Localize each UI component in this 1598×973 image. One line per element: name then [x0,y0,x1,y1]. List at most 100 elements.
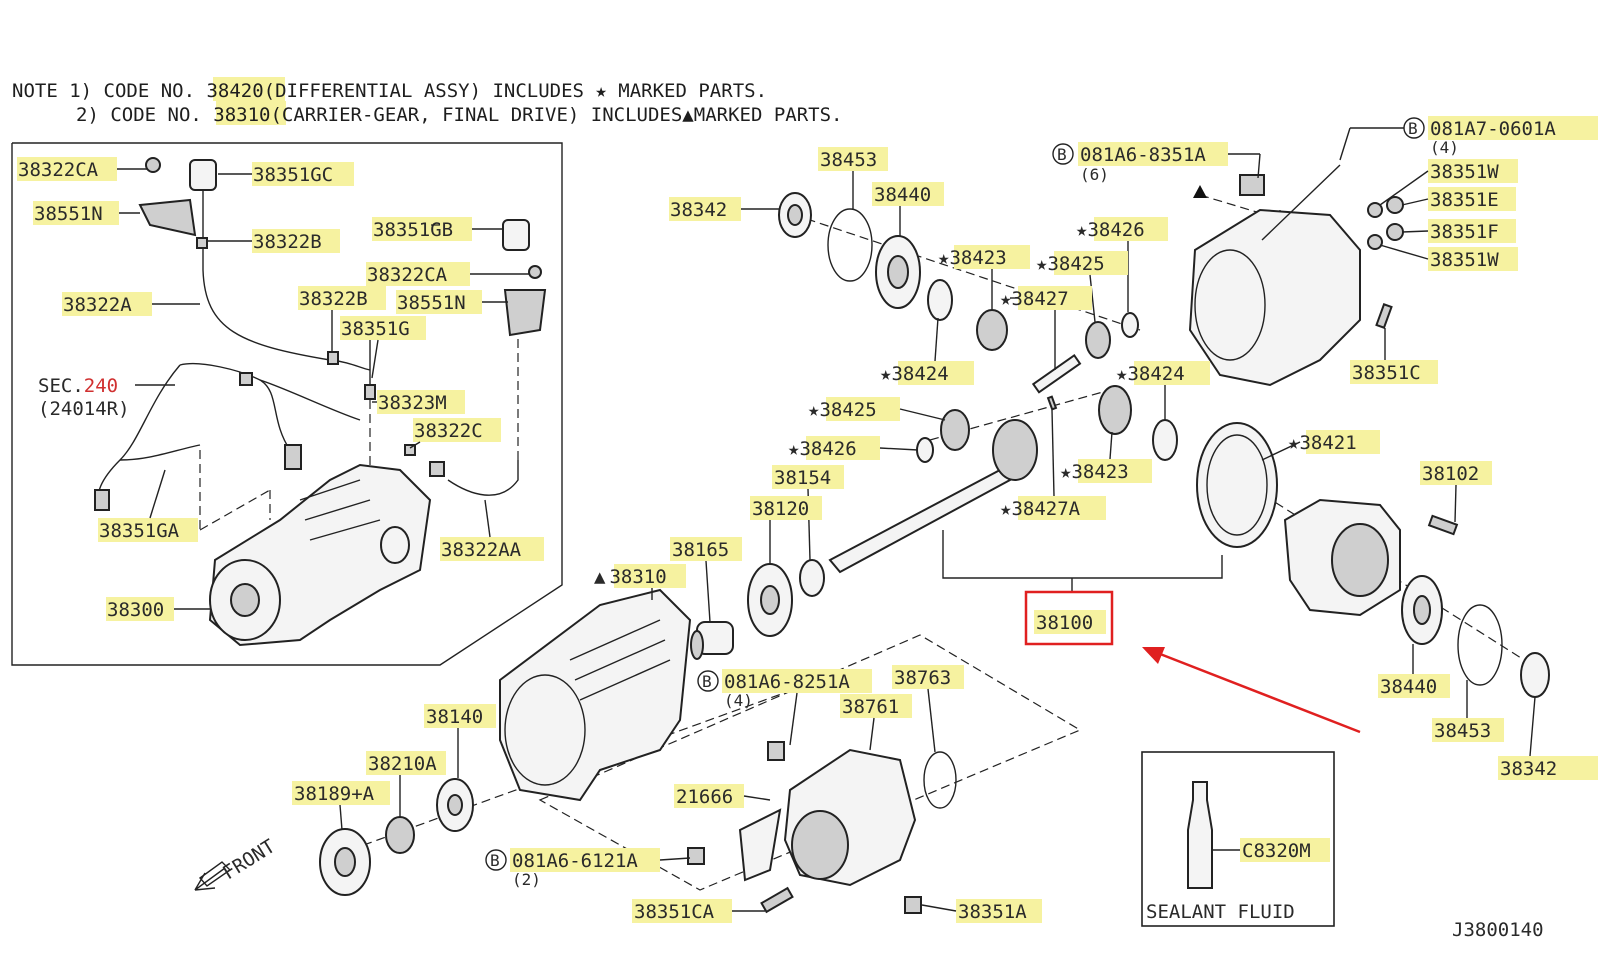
inset-label-38551N-a[interactable]: 38551N [33,201,140,225]
inset-label-38322C[interactable]: 38322C [409,418,501,449]
svg-text:38100: 38100 [1036,612,1093,634]
svg-text:38322AA: 38322AA [441,539,522,561]
part-label-38427A[interactable]: ★38427A [1000,409,1106,520]
svg-text:38322CA: 38322CA [18,159,99,181]
part-label-38342-top[interactable]: 38342 [669,197,780,221]
harness-inset: 38322CA 38351GC 38551N 38322B 38351GB 38… [11,142,563,666]
svg-text:081A6-6121A: 081A6-6121A [512,850,638,872]
svg-text:38351GA: 38351GA [99,520,180,542]
svg-text:38189+A: 38189+A [294,783,375,805]
svg-text:SEC.240: SEC.240 [38,375,118,397]
svg-text:38551N: 38551N [397,292,466,314]
svg-text:38351W: 38351W [1430,161,1499,183]
inset-label-38322B-b[interactable]: 38322B [298,286,386,352]
part-label-38421[interactable]: ★38421 [1261,430,1380,461]
diagram-id: J3800140 [1452,919,1544,941]
part-label-38425-top[interactable]: ★38425 [1036,251,1128,323]
part-label-21666[interactable]: 21666 [674,784,771,808]
part-label-38423-top[interactable]: ★38423 [938,245,1030,310]
inset-label-38300[interactable]: 38300 [106,597,210,621]
part-label-081A7-0601A[interactable]: B 081A7-0601A (4) [1339,116,1598,161]
inset-label-38351G[interactable]: 38351G [340,316,426,379]
part-label-38426-b[interactable]: ★38426 [788,436,919,460]
part-label-38440-right[interactable]: 38440 [1378,644,1450,698]
svg-text:B: B [1057,145,1067,164]
part-label-38351CA[interactable]: 38351CA [632,899,765,923]
part-label-38351W-b[interactable]: 38351W [1379,244,1518,271]
part-label-38351F[interactable]: 38351F [1401,219,1516,243]
inset-label-38322AA[interactable]: 38322AA [440,499,544,561]
part-label-38426-top[interactable]: ★38426 [1076,217,1168,312]
svg-text:★38421: ★38421 [1288,432,1357,454]
part-label-38165[interactable]: 38165 [670,537,742,623]
part-label-38351C[interactable]: 38351C [1350,328,1438,384]
part-label-38761[interactable]: 38761 [840,694,912,751]
part-label-38424-b[interactable]: ★38424 [1116,361,1210,420]
part-label-081A6-8251A[interactable]: B 081A6-8251A (4) [697,669,872,746]
svg-text:B: B [1408,119,1418,138]
svg-text:38453: 38453 [1434,720,1491,742]
part-label-38453-right[interactable]: 38453 [1432,680,1504,742]
svg-text:38140: 38140 [426,706,483,728]
svg-text:★38423: ★38423 [1060,461,1129,483]
inset-label-38322CA-b[interactable]: 38322CA [366,262,530,286]
part-label-38310[interactable]: ▲38310 [594,564,686,600]
inset-label-38351GC[interactable]: 38351GC [218,162,354,186]
svg-text:38761: 38761 [842,696,899,718]
svg-text:38102: 38102 [1422,463,1479,485]
part-label-38351W-a[interactable]: 38351W [1379,159,1518,206]
part-label-38427[interactable]: ★38427 [1000,286,1092,370]
svg-text:NOTE 1) CODE NO. 38420(DIFFERE: NOTE 1) CODE NO. 38420(DIFFERENTIAL ASSY… [12,80,767,102]
svg-text:★38424: ★38424 [880,363,949,385]
part-label-38120[interactable]: 38120 [750,496,822,564]
part-label-38440-top[interactable]: 38440 [872,182,944,236]
svg-text:★38426: ★38426 [1076,219,1145,241]
svg-text:(4): (4) [724,691,753,710]
part-label-38351A[interactable]: 38351A [921,899,1042,923]
part-label-C8320M[interactable]: C8320M [1240,838,1330,862]
svg-text:38322B: 38322B [253,231,322,253]
front-label: FRONT [219,835,279,884]
sealant-caption: SEALANT FLUID [1146,901,1295,923]
svg-text:38351W: 38351W [1430,249,1499,271]
part-label-38342-right[interactable]: 38342 [1498,696,1598,780]
part-label-38351E[interactable]: 38351E [1401,187,1516,211]
part-label-38100[interactable]: 38100 [1034,610,1106,634]
svg-text:★38427: ★38427 [1000,288,1069,310]
svg-text:081A6-8351A: 081A6-8351A [1080,144,1206,166]
part-label-38189A[interactable]: 38189+A [292,781,390,831]
part-label-38210A[interactable]: 38210A [366,751,446,818]
svg-text:38154: 38154 [774,467,831,489]
svg-text:38120: 38120 [752,498,809,520]
sec-reference[interactable]: SEC.240 (24014R) [38,375,175,420]
svg-text:★38425: ★38425 [808,399,877,421]
svg-text:▲38310: ▲38310 [594,566,667,588]
part-labels: 38453 38342 38440 ★38423 ★38426 ★38425 ★… [292,116,1598,923]
part-label-081A6-6121A[interactable]: B 081A6-6121A (2) [485,848,691,889]
inset-label-38322A[interactable]: 38322A [62,292,200,316]
part-label-38424-a[interactable]: ★38424 [880,317,974,385]
svg-text:38763: 38763 [894,667,951,689]
exploded-view: FRONT SEALANT FLUID J3800140 [194,164,1550,941]
inset-label-38551N-b[interactable]: 38551N [396,290,508,314]
svg-text:B: B [702,672,712,691]
inset-label-38351GA[interactable]: 38351GA [98,469,198,542]
part-label-38154[interactable]: 38154 [772,465,844,561]
inset-label-38322B-a[interactable]: 38322B [208,229,340,253]
part-label-38102[interactable]: 38102 [1420,461,1492,523]
svg-text:38165: 38165 [672,539,729,561]
part-label-081A6-8351A[interactable]: B 081A6-8351A (6) [1052,142,1261,184]
svg-text:★38426: ★38426 [788,438,857,460]
svg-text:(2): (2) [512,870,541,889]
inset-label-38322CA[interactable]: 38322CA [17,157,148,181]
svg-text:38342: 38342 [1500,758,1557,780]
note-line-1: NOTE 1) CODE NO. 38420(DIFFERENTIAL ASSY… [12,77,767,102]
part-label-38453-top[interactable]: 38453 [818,147,888,210]
part-label-38140[interactable]: 38140 [424,704,496,778]
part-label-38425-b[interactable]: ★38425 [808,397,946,421]
part-label-38423-b[interactable]: ★38423 [1060,431,1152,483]
inset-label-38351GB[interactable]: 38351GB [372,217,503,241]
part-label-38763[interactable]: 38763 [892,665,964,753]
svg-text:38322C: 38322C [414,420,483,442]
inset-label-38323M[interactable]: 38323M [372,390,465,414]
